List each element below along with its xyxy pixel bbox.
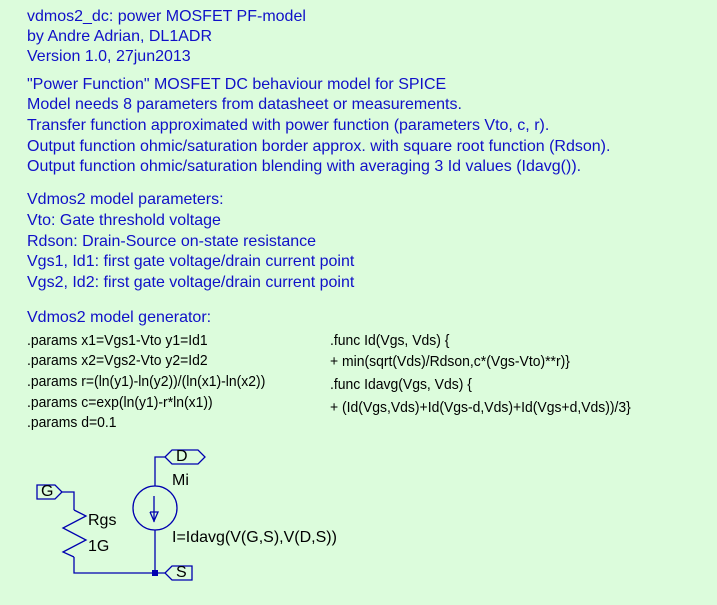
port-s-label: S (176, 564, 187, 581)
params-line: .params r=(ln(y1)-ln(y2))/(ln(x1)-ln(x2)… (27, 373, 266, 390)
parameter-line: Rdson: Drain-Source on-state resistance (27, 233, 317, 250)
junction-dot (152, 570, 158, 576)
author-line: by Andre Adrian, DL1ADR (27, 28, 212, 45)
params-line: .params x2=Vgs2-Vto y2=Id2 (27, 352, 208, 369)
resistor-name[interactable]: Rgs (88, 512, 117, 529)
parameter-line: Vto: Gate threshold voltage (27, 212, 221, 229)
func-line: .func Id(Vgs, Vds) { (330, 332, 450, 349)
description-line: "Power Function" MOSFET DC behaviour mod… (27, 76, 447, 93)
port-g-label: G (41, 483, 54, 500)
params-line: .params d=0.1 (27, 414, 117, 431)
current-source-mi[interactable] (132, 485, 178, 531)
func-line: + min(sqrt(Vds)/Rdson,c*(Vgs-Vto)**r)} (330, 353, 570, 370)
source-name[interactable]: Mi (172, 472, 189, 489)
wire-ground-return[interactable] (73, 557, 165, 574)
port-g-flag[interactable] (36, 484, 63, 500)
func-line: + (Id(Vgs,Vds)+Id(Vgs-d,Vds)+Id(Vgs+d,Vd… (330, 399, 631, 416)
resistor-rgs[interactable] (61, 509, 88, 558)
title-line: vdmos2_dc: power MOSFET PF-model (27, 8, 306, 25)
description-line: Transfer function approximated with powe… (27, 117, 550, 134)
arrow-head (149, 511, 160, 523)
params-line: .params c=exp(ln(y1)-r*ln(x1)) (27, 394, 213, 411)
resistor-value[interactable]: 1G (88, 538, 110, 555)
port-s-flag[interactable] (164, 565, 193, 581)
source-value[interactable]: I=Idavg(V(G,S),V(D,S)) (172, 529, 337, 546)
port-d-flag[interactable] (164, 449, 206, 465)
description-line: Model needs 8 parameters from datasheet … (27, 96, 462, 113)
parameter-line: Vgs2, Id2: first gate voltage/drain curr… (27, 274, 355, 291)
version-line: Version 1.0, 27jun2013 (27, 48, 191, 65)
description-line: Output function ohmic/saturation border … (27, 138, 611, 155)
description-line: Output function ohmic/saturation blendin… (27, 158, 582, 175)
wire-drain[interactable] (154, 456, 165, 486)
parameters-heading: Vdmos2 model parameters: (27, 191, 224, 208)
func-line: .func Idavg(Vgs, Vds) { (330, 376, 472, 393)
wire-gate[interactable] (62, 491, 75, 510)
params-line: .params x1=Vgs1-Vto y1=Id1 (27, 332, 208, 349)
parameter-line: Vgs1, Id1: first gate voltage/drain curr… (27, 253, 355, 270)
port-d-label: D (176, 448, 188, 465)
generator-heading[interactable]: Vdmos2 model generator: (27, 309, 212, 326)
